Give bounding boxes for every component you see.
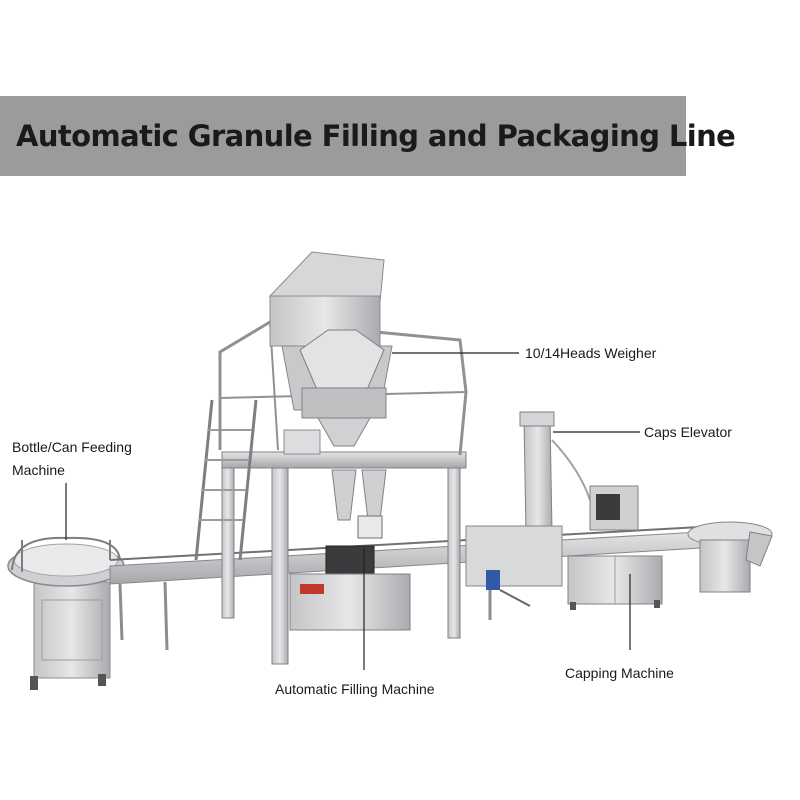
page-title: Automatic Granule Filling and Packaging … [16,119,736,153]
capping-machine [567,485,663,610]
automatic-filling-machine [289,469,411,631]
callout-capping-machine: Capping Machine [565,665,674,681]
callout-weigher: 10/14Heads Weigher [525,345,657,361]
bottle-feeding-machine [7,536,125,690]
caps-elevator [465,411,591,607]
callout-feeding-line2: Machine [12,462,65,478]
callout-feeding-line1: Bottle/Can Feeding [12,439,132,455]
output-turntable [687,521,773,593]
leader-lines [65,352,640,670]
multihead-weigher [268,251,393,455]
callout-caps-elevator: Caps Elevator [644,424,732,440]
callout-filling-machine: Automatic Filling Machine [275,681,435,697]
title-banner: Automatic Granule Filling and Packaging … [0,96,736,176]
